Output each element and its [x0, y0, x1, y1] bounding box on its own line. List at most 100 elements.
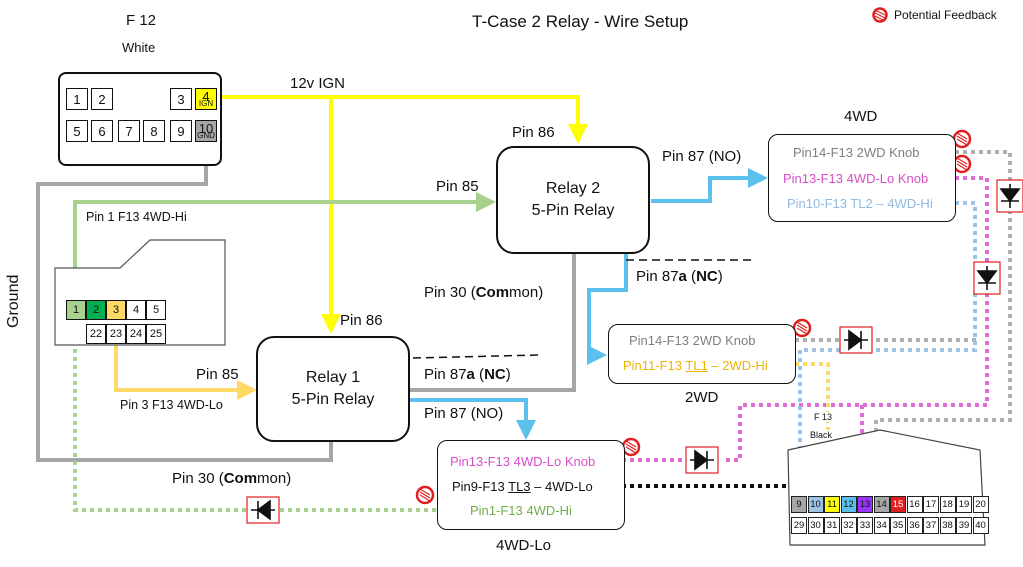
box-4wd-caption: 4WD: [844, 108, 878, 125]
relay2-pin85-label: Pin 85: [436, 178, 479, 195]
left-pin-22: 22: [86, 324, 106, 344]
box-4wdlo-line1: Pin13-F13 4WD-Lo Knob: [450, 454, 596, 469]
left-pin-4: 4: [126, 300, 146, 320]
box-4wdlo-line3: Pin1-F13 4WD-Hi: [470, 503, 572, 518]
f13-pin: 9: [791, 496, 807, 513]
f12-pin: 8: [143, 120, 165, 142]
f12-pin: 3: [170, 88, 192, 110]
f12-pin: 5: [66, 120, 88, 142]
f12-pin: 1: [66, 88, 88, 110]
relay-1: Relay 1 5-Pin Relay: [256, 336, 410, 442]
diode-icon: [839, 326, 873, 354]
box-4wd-line2: Pin13-F13 4WD-Lo Knob: [783, 171, 929, 186]
f13-pin: 32: [840, 517, 857, 534]
f12-pin: 9: [170, 120, 192, 142]
left-pin-23: 23: [106, 324, 126, 344]
left-pin-1: 1: [66, 300, 86, 320]
box-4wd: Pin14-F13 2WD Knob Pin13-F13 4WD-Lo Knob…: [768, 134, 956, 222]
relay1-87-wire: [410, 398, 536, 440]
diode-icon: [996, 179, 1023, 213]
relay2-pin86-label: Pin 86: [512, 124, 555, 141]
f13-pin: 18: [939, 496, 956, 513]
diode-icon: [685, 446, 719, 474]
pin1-wire: [73, 192, 496, 298]
f13-color-label: Black: [810, 430, 833, 440]
f13-pin: 20: [972, 496, 989, 513]
relay1-pin87a-label: Pin 87a (NC): [424, 366, 511, 383]
left-pin-24: 24: [126, 324, 146, 344]
left-pin-2: 2: [86, 300, 106, 320]
f13-pin: 14: [873, 496, 890, 513]
f13-pin: 31: [824, 517, 840, 534]
relay2-pin87-label: Pin 87 (NO): [662, 148, 742, 165]
f13-title: F 13: [814, 412, 833, 422]
relay1-pin87-label: Pin 87 (NO): [424, 405, 504, 422]
f12-title: F 12: [126, 12, 157, 29]
box-2wd-caption: 2WD: [685, 389, 719, 406]
relay1-pin85-label: Pin 85: [196, 366, 239, 383]
f12-pin: 2: [91, 88, 113, 110]
f12-color-label: White: [122, 40, 156, 55]
diode-icon: [973, 261, 1001, 295]
box-4wdlo-line2: Pin9-F13 TL3 – 4WD-Lo: [452, 479, 593, 494]
left-pin-25: 25: [146, 324, 166, 344]
f12-pin: 7: [118, 120, 140, 142]
common-link-wire: [410, 227, 584, 392]
left-pin-5: 5: [146, 300, 166, 320]
f13-pin: 11: [824, 496, 840, 513]
diode-icon: [246, 496, 280, 524]
f13-pin: 15: [890, 496, 906, 513]
f13-pin: 39: [956, 517, 972, 534]
pin1-wire-label: Pin 1 F13 4WD-Hi: [86, 210, 187, 224]
f13-pin: 13: [857, 496, 873, 513]
page-title: T-Case 2 Relay - Wire Setup: [472, 12, 689, 31]
relay2-pin87a-label: Pin 87a (NC): [636, 268, 723, 285]
f13-pin: 12: [840, 496, 857, 513]
relay1-pin86-label: Pin 86: [340, 312, 383, 329]
f13-pin: 40: [972, 517, 989, 534]
f13-pin: 38: [939, 517, 956, 534]
left-pin-3: 3: [106, 300, 126, 320]
relay2-87-wire: [651, 168, 768, 203]
pin3-wire-label: Pin 3 F13 4WD-Lo: [120, 398, 223, 412]
relay-2-title: Relay 2: [545, 179, 601, 197]
relay-2: Relay 2 5-Pin Relay: [496, 146, 650, 254]
no-entry-icon: [872, 7, 888, 23]
relay-1-title: Relay 1: [305, 368, 361, 386]
no-entry-icon: [792, 318, 812, 338]
relay2-87a-wire: [587, 254, 628, 365]
f13-pin: 34: [873, 517, 890, 534]
ign-label: 12v IGN: [290, 75, 346, 92]
f13-pin: 36: [906, 517, 923, 534]
f13-pin: 29: [791, 517, 807, 534]
no-entry-icon: [621, 437, 641, 457]
f12-pin: 6: [91, 120, 113, 142]
box-4wd-line3: Pin10-F13 TL2 – 4WD-Hi: [787, 196, 933, 211]
f13-pin: 16: [906, 496, 923, 513]
f13-pin: 33: [857, 517, 873, 534]
f13-pin: 10: [807, 496, 824, 513]
no-entry-icon: [952, 129, 972, 149]
f13-pin: 19: [956, 496, 972, 513]
box-2wd-line1: Pin14-F13 2WD Knob: [629, 333, 756, 348]
f13-pin: 30: [807, 517, 824, 534]
legend-label: Potential Feedback: [894, 8, 997, 22]
no-entry-icon: [415, 485, 435, 505]
no-entry-icon: [952, 154, 972, 174]
box-4wd-line1: Pin14-F13 2WD Knob: [793, 145, 920, 160]
f13-pin: 35: [890, 517, 906, 534]
box-4wdlo: Pin13-F13 4WD-Lo Knob Pin9-F13 TL3 – 4WD…: [437, 440, 625, 530]
legend: Potential Feedback: [872, 7, 997, 23]
box-4wdlo-caption: 4WD-Lo: [496, 537, 552, 554]
relay-2-subtitle: 5-Pin Relay: [531, 202, 615, 219]
ign-wire: [220, 95, 588, 144]
f13-pin: 17: [923, 496, 939, 513]
relay2-pin30-label: Pin 30 (Common): [424, 284, 544, 301]
box-2wd: Pin14-F13 2WD Knob Pin11-F13 TL1 – 2WD-H…: [608, 324, 796, 384]
ground-wire: [36, 138, 333, 462]
relay1-pin30-label: Pin 30 (Common): [172, 470, 292, 487]
ground-label: Ground: [5, 274, 22, 328]
f13-pin: 37: [923, 517, 939, 534]
